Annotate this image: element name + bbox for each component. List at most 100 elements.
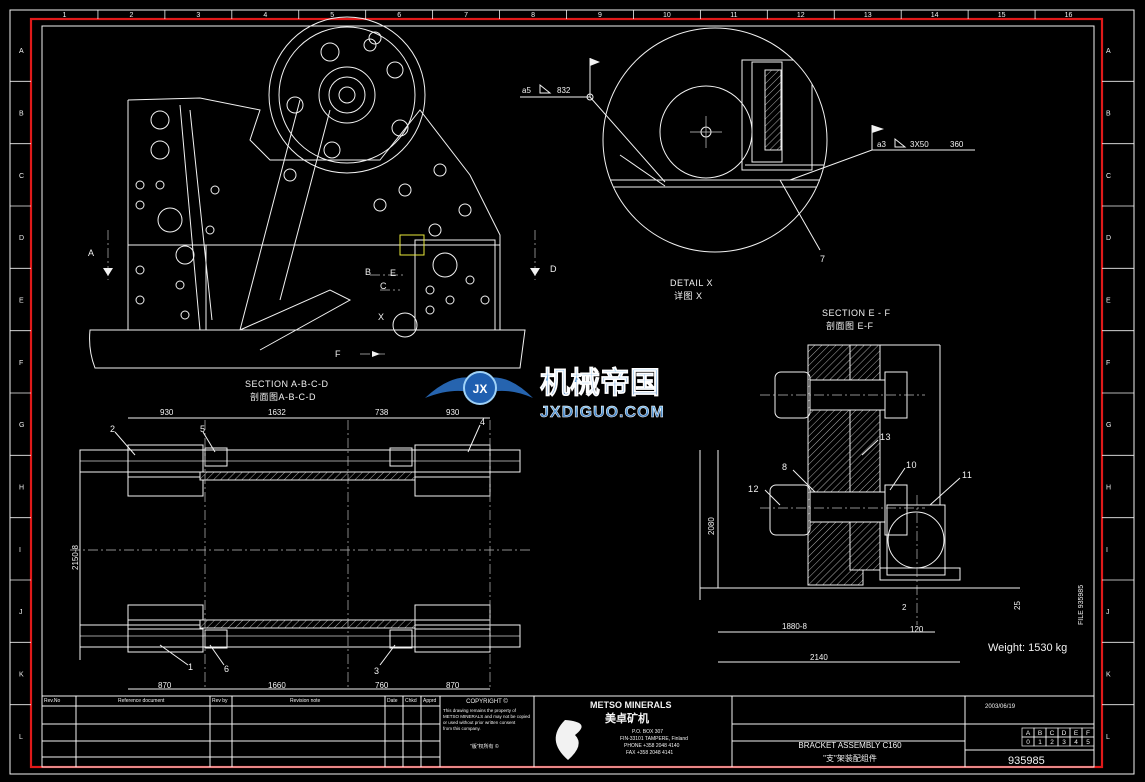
border-col-label: 15: [998, 12, 1006, 19]
border-row-label: A: [19, 48, 24, 55]
rev-header-4: Date: [387, 698, 398, 704]
part-number-7: 7: [820, 254, 826, 264]
border-row-label: H: [1106, 485, 1111, 492]
rev-header-3: Revision note: [290, 698, 321, 704]
rev-header-2: Rev by: [212, 698, 228, 704]
part-number-3: 3: [374, 666, 380, 676]
grid-cell-label: 0: [1026, 739, 1030, 746]
company-logo-icon: [555, 720, 582, 760]
border-row-label: E: [19, 298, 24, 305]
grid-cell-label: A: [1026, 730, 1031, 737]
border-row-label: C: [1106, 173, 1111, 180]
side-view-drawing: A D B C E F X: [88, 16, 557, 369]
border-row-label: J: [19, 609, 23, 616]
part-number-11: 11: [962, 470, 972, 480]
rev-header-6: Apprd: [423, 698, 437, 704]
dim-bottom-2: 1660: [268, 681, 286, 690]
detail-marker-x: X: [378, 312, 385, 322]
part-number-5: 5: [200, 424, 206, 434]
part-number-12: 12: [748, 484, 759, 494]
border-col-label: 9: [598, 12, 602, 19]
border-row-label: L: [1106, 734, 1110, 741]
border-col-label: 5: [330, 12, 334, 19]
address-line-0: P.O. BOX 307: [632, 729, 663, 735]
part-number-8: 8: [782, 462, 788, 472]
section-marker-e: E: [390, 268, 397, 278]
weld-right-size: a3: [877, 140, 886, 149]
grid-cell-label: 5: [1086, 739, 1090, 746]
border-col-label: 1: [63, 12, 67, 19]
detail-x-label: DETAIL X: [670, 278, 713, 288]
dim-ef-small-25: 25: [1013, 601, 1022, 610]
address-line-1: FIN-33101 TAMPERE, Finland: [620, 736, 688, 742]
border-col-label: 2: [129, 12, 133, 19]
part-number-2: 2: [110, 424, 116, 434]
section-marker-c: C: [380, 281, 387, 291]
copyright-line-3: from this company.: [443, 726, 481, 731]
rev-header-0: Rev.No: [44, 698, 61, 704]
border-col-label: 8: [531, 12, 535, 19]
watermark-cn: 机械帝国: [540, 366, 660, 400]
detail-x-label-cn: 详图 X: [674, 290, 703, 301]
border-row-label: J: [1106, 609, 1110, 616]
section-ef-view: SECTION E - F 剖面图 E-F 2080 1880-8 2140 1…: [699, 308, 1022, 663]
border-col-label: 16: [1065, 12, 1073, 19]
detail-x-view: a5 832 a3 3X50 360 7 DETAIL X 详图 X: [520, 27, 975, 301]
grid-cell-label: 3: [1062, 739, 1066, 746]
rev-header-1: Reference document: [118, 698, 165, 704]
part-number-10: 10: [906, 460, 917, 470]
section-ef-label-cn: 剖面图 E-F: [826, 320, 874, 331]
border-row-label: A: [1106, 48, 1111, 55]
drawing-title-cn: "支"架装配组件: [823, 753, 877, 763]
dim-ef-small-2: 2: [902, 603, 907, 612]
border-row-label: I: [1106, 547, 1108, 554]
border-col-label: 12: [797, 12, 805, 19]
dim-top-2: 1632: [268, 408, 286, 417]
dim-bottom-3: 760: [375, 681, 389, 690]
drawing-date: 2003/06/19: [985, 704, 1016, 710]
border-col-label: 14: [931, 12, 939, 19]
copyright-line-4: "版"权所有 ©: [470, 743, 499, 750]
grid-cell-label: D: [1062, 730, 1067, 737]
watermark-en: JXDIGUO.COM: [540, 404, 665, 421]
copyright-line-2: or used without prior written consent: [443, 720, 516, 725]
company-name-cn: 美卓矿机: [605, 711, 649, 725]
watermark-logo: JX 机械帝国 JXDIGUO.COM: [425, 366, 665, 421]
section-abcd-view: SECTION A-B-C-D 剖面图A-B-C-D 930 1632 738: [70, 379, 530, 690]
border-row-label: F: [1106, 360, 1110, 367]
border-col-label: 7: [464, 12, 468, 19]
border-col-label: 11: [730, 12, 737, 19]
address-line-3: FAX +358 2048 4141: [626, 750, 673, 756]
border-row-label: B: [19, 111, 24, 118]
part-number-6: 6: [224, 664, 230, 674]
section-marker-f: F: [335, 349, 341, 359]
dim-top-1: 930: [160, 408, 174, 417]
grid-cell-label: B: [1038, 730, 1042, 737]
section-abcd-label: SECTION A-B-C-D: [245, 379, 329, 389]
grid-cell-label: E: [1074, 730, 1079, 737]
dim-ef-small-120: 120: [910, 625, 924, 634]
dim-top-4: 930: [446, 408, 460, 417]
border-row-label: D: [1106, 235, 1111, 242]
border-row-label: G: [1106, 422, 1111, 429]
weld-top-size: a5: [522, 86, 531, 95]
dim-vertical-left: 2150-8: [71, 545, 80, 570]
copyright-line-0: This drawing remains the property of: [443, 708, 517, 713]
copyright-title: COPYRIGHT ©: [466, 698, 508, 705]
border-col-label: 3: [196, 12, 200, 19]
weld-right-pitch: 360: [950, 140, 964, 149]
border-col-label: 4: [263, 12, 267, 19]
grid-cell-label: C: [1050, 730, 1055, 737]
border-row-label: G: [19, 422, 24, 429]
border-row-label: B: [1106, 111, 1111, 118]
border-row-label: D: [19, 235, 24, 242]
border-row-label: K: [19, 672, 24, 679]
section-marker-b: B: [365, 267, 372, 277]
dim-bottom-1: 870: [158, 681, 172, 690]
dim-ef-vertical: 2080: [707, 517, 716, 535]
address-line-2: PHONE +358 2048 4140: [624, 743, 680, 749]
border-row-label: C: [19, 173, 24, 180]
grid-cell-label: 2: [1050, 739, 1054, 746]
